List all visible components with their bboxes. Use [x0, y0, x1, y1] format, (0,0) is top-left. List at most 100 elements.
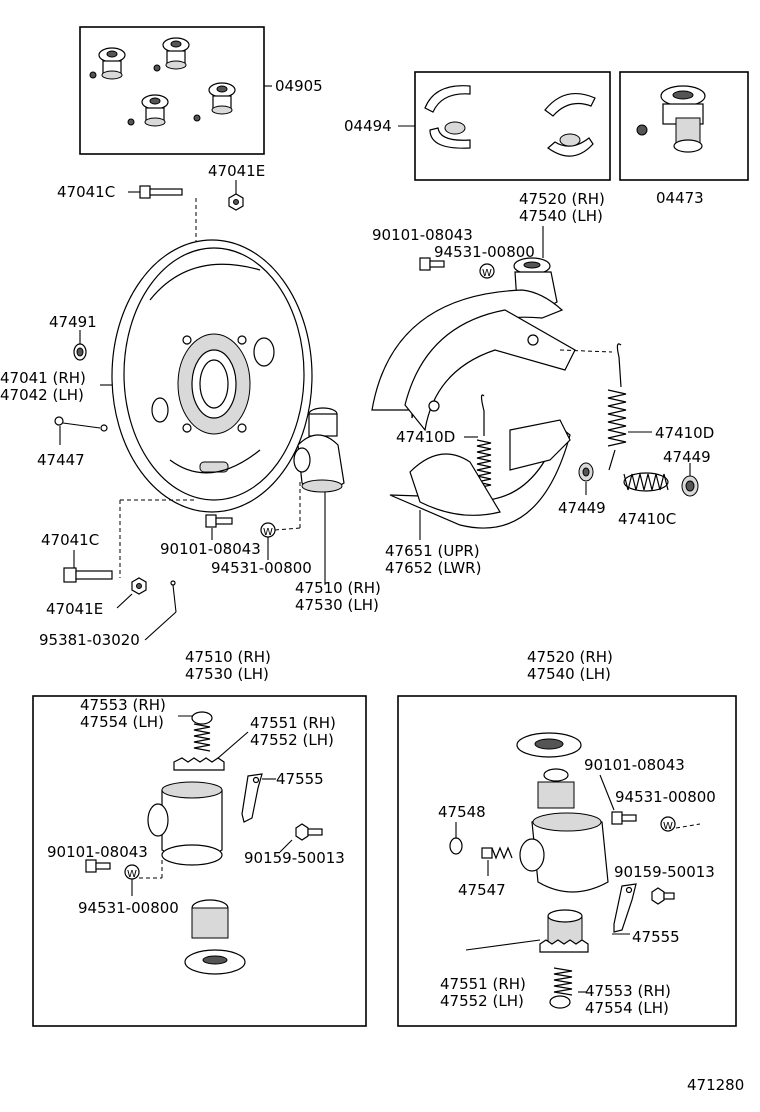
label-47520-rh-hdr: 47520 (RH): [527, 648, 613, 666]
label-90159-right: 90159-50013: [614, 863, 715, 881]
label-47510-rh-mid: 47510 (RH): [295, 579, 381, 597]
label-47491: 47491: [49, 313, 97, 331]
detail-box-right: 90101-08043 94531-00800 W 47548 47547 90…: [397, 695, 737, 1027]
label-47553-rh-right: 47553 (RH): [585, 982, 671, 1000]
spring-47410d-right-icon: [607, 343, 627, 471]
label-47553-rh-left: 47553 (RH): [80, 696, 166, 714]
label-47540-lh-top: 47540 (LH): [519, 207, 603, 225]
washer-94531-left-icon: W: [124, 864, 140, 880]
label-47547: 47547: [458, 881, 506, 899]
svg-text:W: W: [482, 268, 492, 279]
label-47410c: 47410C: [618, 510, 676, 528]
cup-47449-mid-icon: [578, 462, 594, 482]
backing-plate-group: 47041C 47041E: [0, 162, 313, 649]
svg-text:W: W: [663, 821, 673, 832]
brake-shoe-kit-icon: [424, 85, 596, 157]
kit-box-04494: 04494: [344, 71, 611, 181]
adjusting-nut-right-icon: [539, 909, 589, 953]
label-47540-lh-hdr: 47540 (LH): [527, 665, 611, 683]
brake-shoe-upper-icon: [371, 289, 576, 432]
label-47552-lh-left: 47552 (LH): [250, 731, 334, 749]
kit-box-04473: 04473: [619, 71, 749, 207]
label-90101-top: 90101-08043: [372, 226, 473, 244]
svg-text:W: W: [263, 527, 273, 538]
label-47041-rh: 47041 (RH): [0, 369, 86, 387]
label-94531-right: 94531-00800: [615, 788, 716, 806]
bleeder-cap-47548-icon: [449, 837, 463, 855]
label-47447: 47447: [37, 451, 85, 469]
label-04473: 04473: [656, 189, 704, 207]
washer-94531-mid-icon: W: [260, 522, 276, 538]
brake-shoe-lower-icon: [389, 419, 571, 529]
cotter-pin-95381-icon: [144, 580, 177, 641]
spring-47410c-icon: [623, 472, 669, 492]
label-94531-top: 94531-00800: [434, 243, 535, 261]
label-47552-lh-right: 47552 (LH): [440, 992, 524, 1010]
label-47449-right: 47449: [663, 448, 711, 466]
label-04905: 04905: [275, 77, 323, 95]
label-47042-lh: 47042 (LH): [0, 386, 84, 404]
bolt-90159-right-icon: [651, 887, 675, 905]
label-47551-rh-left: 47551 (RH): [250, 714, 336, 732]
bolt-47041c-top-icon: [128, 185, 183, 199]
label-47530-lh-mid: 47530 (LH): [295, 596, 379, 614]
nut-47041e-top-icon: [228, 180, 244, 211]
bolt-47041c-low-icon: [63, 567, 113, 583]
bolt-90101-right-icon: [611, 811, 637, 825]
bolt-90159-left-icon: [295, 823, 323, 841]
svg-text:W: W: [127, 869, 137, 880]
nut-47041e-low-icon: [131, 577, 147, 595]
label-47530-lh-hdr: 47530 (LH): [185, 665, 269, 683]
detail-box-left: 47553 (RH) 47554 (LH) 47551 (RH) 47552 (…: [32, 695, 367, 1027]
kit-box-04905: 04905: [79, 26, 323, 155]
pin-47447-icon: [54, 416, 108, 445]
wheel-cylinder-kit-icon: [89, 37, 236, 127]
bleeder-plug-47547-icon: [481, 846, 513, 860]
label-95381: 95381-03020: [39, 631, 140, 649]
adjusting-screw-left-icon: [173, 711, 225, 771]
diagram-number: 471280: [687, 1076, 744, 1094]
label-47520-rh-top: 47520 (RH): [519, 190, 605, 208]
label-47551-rh-right: 47551 (RH): [440, 975, 526, 993]
washer-94531-right-icon: W: [660, 816, 676, 832]
wheel-cylinder-body-right-icon: [519, 812, 609, 893]
label-47041e-top: 47041E: [208, 162, 265, 180]
label-94531-left: 94531-00800: [78, 899, 179, 917]
label-47041c-top: 47041C: [57, 183, 115, 201]
wheel-cylinder-body-left-icon: [147, 781, 223, 866]
label-47041c-low: 47041C: [41, 531, 99, 549]
plug-47491-icon: [73, 330, 87, 361]
label-90159-left: 90159-50013: [244, 849, 345, 867]
label-47555-right: 47555: [632, 928, 680, 946]
wheel-cylinder-cup-icon: [636, 85, 706, 153]
label-04494: 04494: [344, 117, 392, 135]
label-47410d-right: 47410D: [655, 424, 714, 442]
bolt-90101-mid-icon: [205, 514, 233, 528]
washer-94531-top-icon: W: [479, 263, 495, 279]
label-47510-rh-hdr: 47510 (RH): [185, 648, 271, 666]
label-47652-lwr: 47652 (LWR): [385, 559, 481, 577]
label-47554-lh-right: 47554 (LH): [585, 999, 669, 1017]
label-47410d-left: 47410D: [396, 428, 455, 446]
cup-boot-right-icon: [516, 732, 582, 809]
label-94531-mid: 94531-00800: [211, 559, 312, 577]
cup-boot-left-icon: [184, 899, 246, 975]
adjuster-lever-left-icon: [241, 773, 263, 823]
adjusting-screw-right-icon: [549, 967, 573, 1009]
label-47041e-low: 47041E: [46, 600, 103, 618]
wheel-cylinder-47510-group: 47510 (RH) 47530 (LH) 90101-08043 W 9453…: [160, 407, 381, 614]
adjuster-lever-right-icon: [613, 883, 637, 933]
wheel-cylinder-47510-icon: [293, 407, 345, 493]
backing-plate-icon: [111, 239, 313, 513]
bolt-90101-top-icon: [419, 257, 445, 271]
label-90101-mid: 90101-08043: [160, 540, 261, 558]
label-47554-lh-left: 47554 (LH): [80, 713, 164, 731]
bolt-90101-left-icon: [85, 859, 111, 873]
label-47449-mid: 47449: [558, 499, 606, 517]
label-47555-left: 47555: [276, 770, 324, 788]
label-47651-upr: 47651 (UPR): [385, 542, 480, 560]
label-90101-right: 90101-08043: [584, 756, 685, 774]
brake-shoe-group: 90101-08043 94531-00800 47520 (RH) 47540…: [371, 190, 714, 577]
cup-47449-right-icon: [681, 475, 699, 497]
